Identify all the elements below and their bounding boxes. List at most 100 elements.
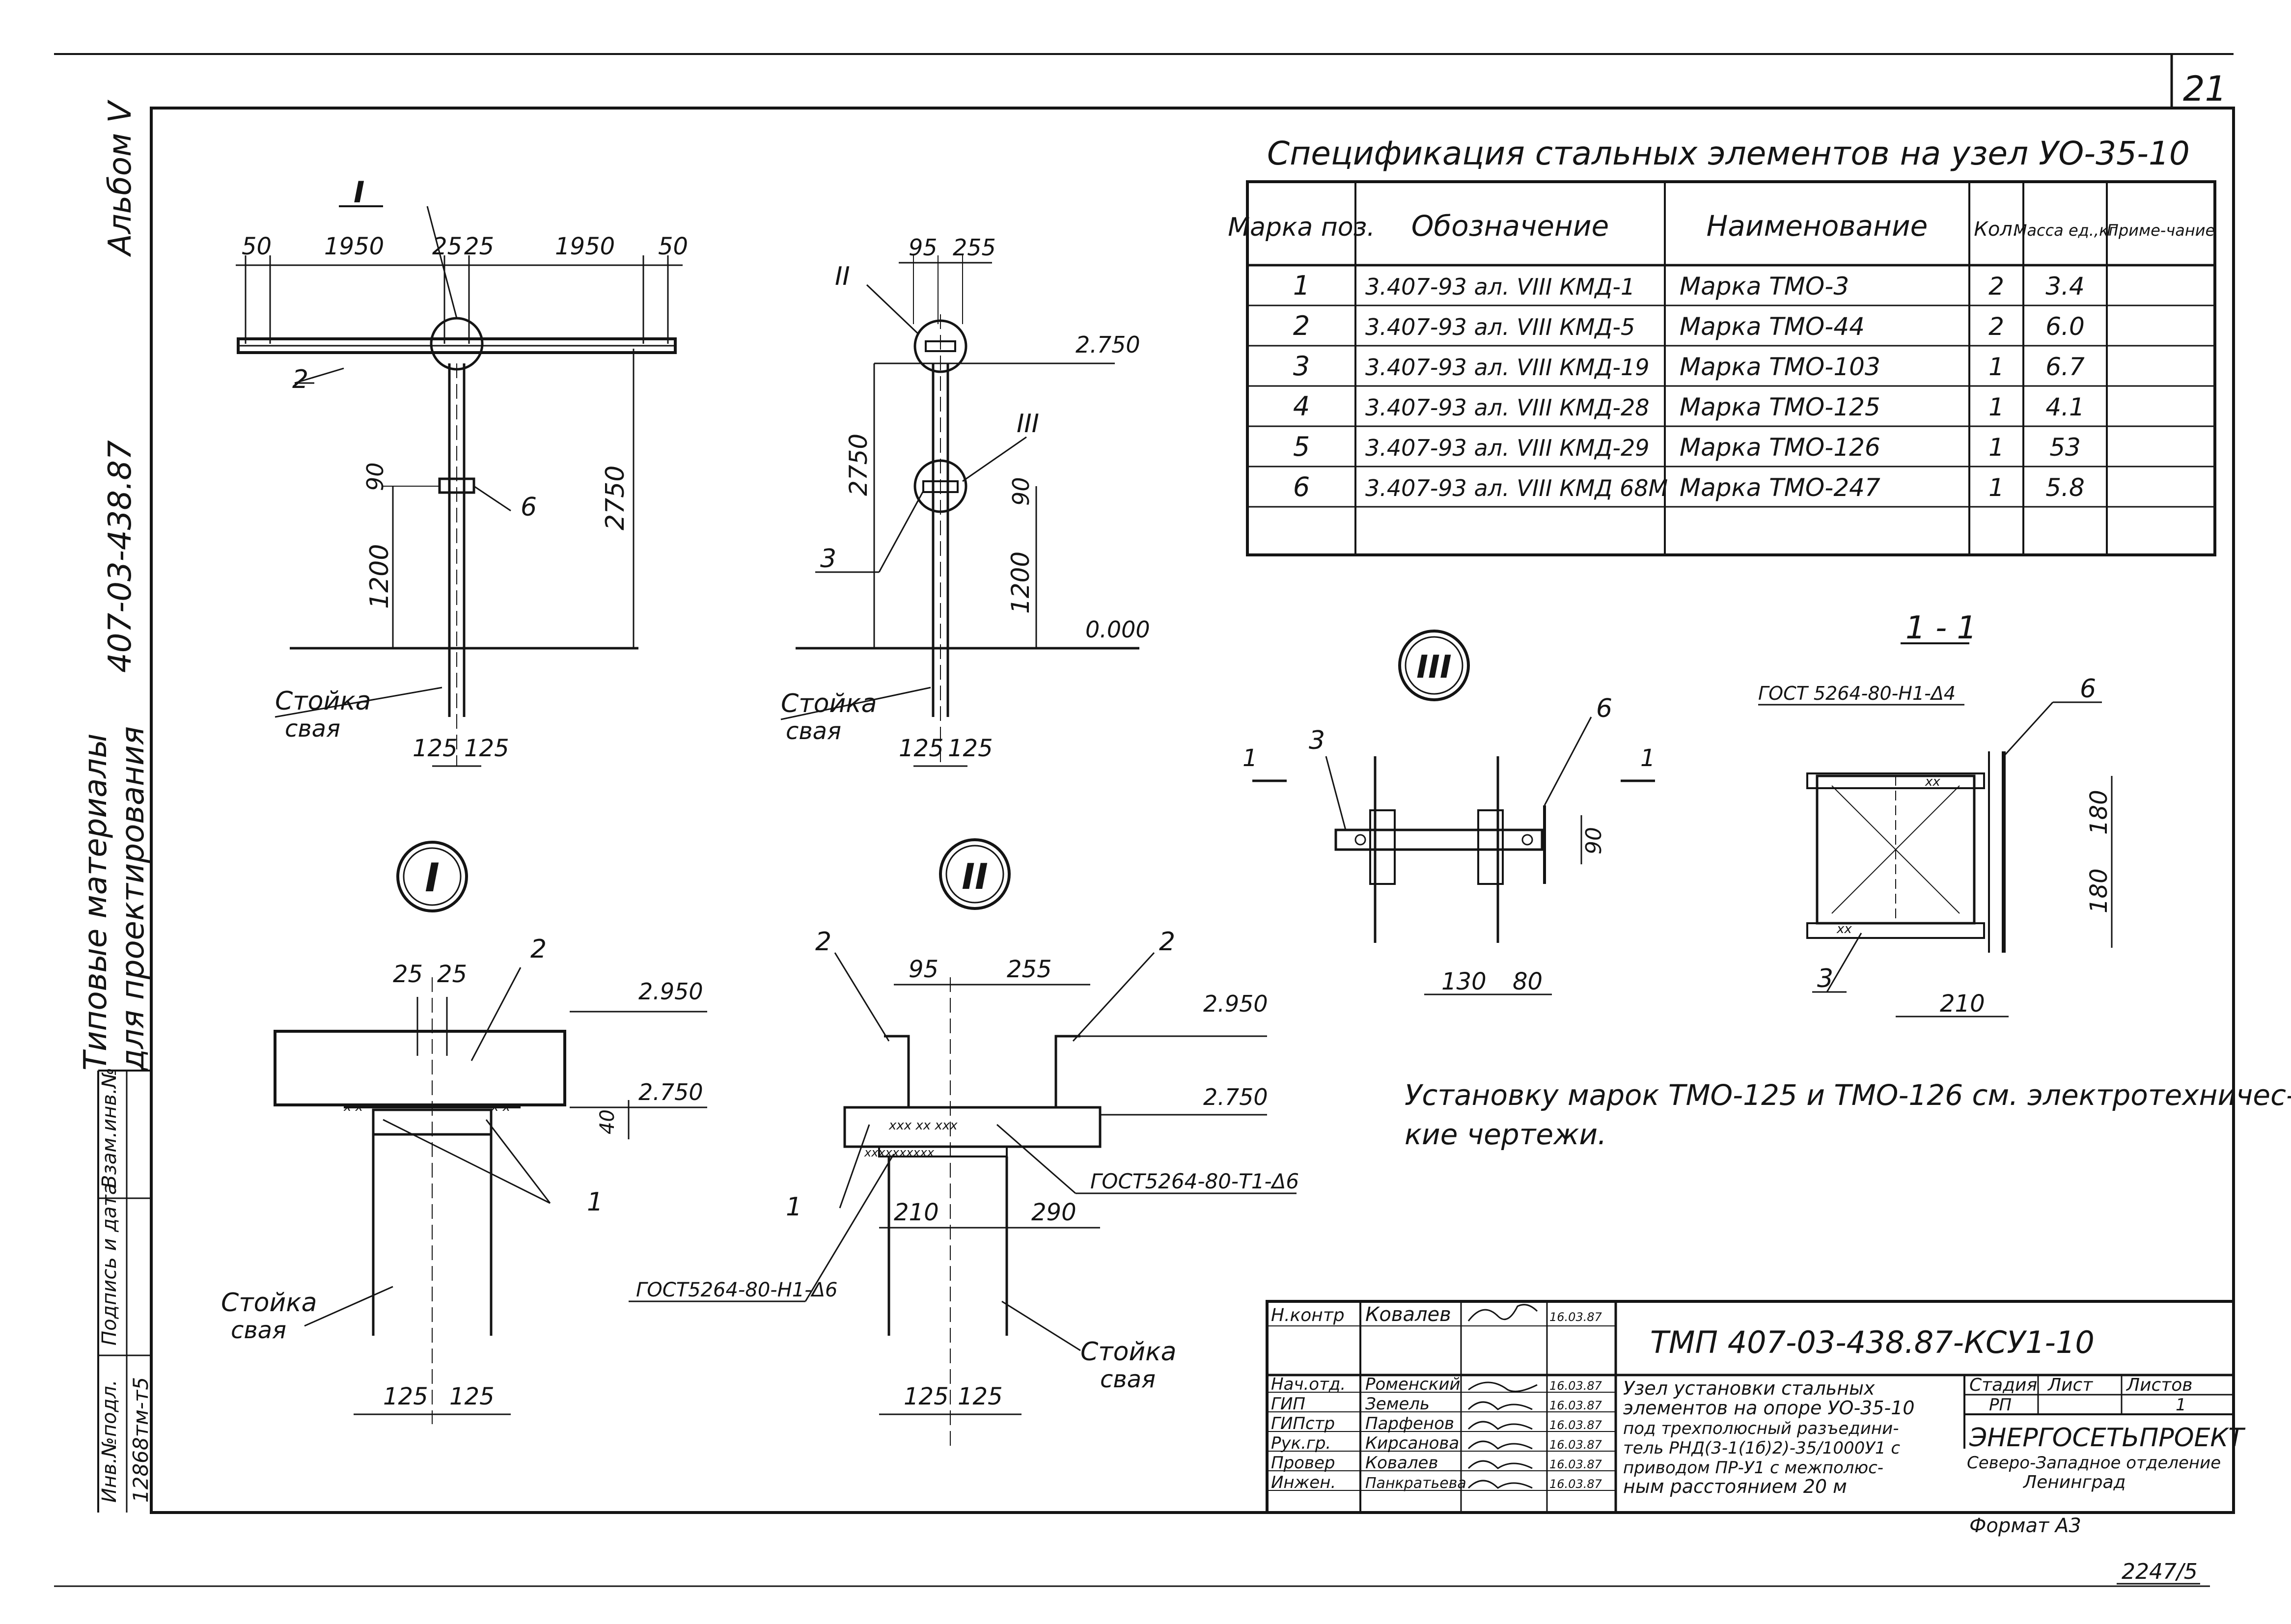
dim-label: 90: [1008, 477, 1034, 506]
sheet-frame: [54, 53, 2235, 1587]
dim-label: 125: [413, 735, 458, 762]
svg-text:xx: xx: [1836, 922, 1852, 936]
spec-header-designation: Обозначение: [1411, 209, 1609, 243]
dim-label: 125: [383, 1383, 428, 1410]
sign-name: Ковалев: [1365, 1303, 1451, 1326]
pile-label: Стойка: [1080, 1337, 1176, 1367]
sign-name: Ковалев: [1365, 1453, 1438, 1473]
mark-label: 2: [1159, 927, 1175, 957]
level-label: 2.750: [1203, 1084, 1268, 1110]
spec-cell: 6: [1293, 471, 1310, 502]
dim-label: 125: [958, 1383, 1003, 1410]
svg-text:xxxxxxxxxx: xxxxxxxxxx: [864, 1146, 935, 1159]
spec-cell: 1: [1988, 393, 2004, 421]
level-label: 2.750: [1076, 331, 1140, 358]
mark-label: 2: [530, 935, 547, 964]
table-row: 6 3.407-93 ал. VIII КМД 68М Марка ТМО-24…: [1293, 471, 2085, 502]
description-line: элементов на опоре УО-35-10: [1623, 1397, 1915, 1419]
level-label: 0.000: [1085, 616, 1150, 643]
dim-label: 25: [464, 233, 494, 260]
spec-cell: 5: [1293, 431, 1310, 462]
description-line: Узел установки стальных: [1623, 1377, 1875, 1399]
spec-cell: Марка ТМО-125: [1680, 393, 1880, 421]
dim-label: 125: [948, 735, 993, 762]
table-row: 1 3.407-93 ал. VIII КМД-1 Марка ТМО-3 2 …: [1293, 270, 2085, 301]
format-label: Формат А3: [1969, 1514, 2081, 1537]
dim-label: 90: [1581, 827, 1606, 854]
pile-label: Стойка: [275, 687, 371, 716]
dim-label: 25: [437, 961, 467, 988]
spec-header-mass: Масса ед.,кг: [2014, 221, 2117, 240]
signature-scribbles: [1467, 1304, 1538, 1489]
description-line: под трехполюсный разъедини-: [1623, 1419, 1899, 1438]
spec-cell: 6.0: [2045, 312, 2085, 341]
org-name: ЭНЕРГОСЕТЬПРОЕКТ: [1969, 1423, 2246, 1453]
dim-label: 25: [432, 233, 462, 260]
callout-label: I: [354, 175, 364, 210]
spec-cell: 4.1: [2045, 393, 2085, 421]
sign-role: Рук.гр.: [1271, 1433, 1331, 1453]
spec-cell: Марка ТМО-44: [1680, 312, 1865, 341]
section-mark: 1: [1640, 744, 1656, 772]
detail-III: III 3 6 1 1 90 130 80: [1242, 630, 1656, 995]
spec-cell: 1: [1988, 473, 2004, 502]
sign-name: Земель: [1365, 1394, 1430, 1414]
sign-role: ГИПстр: [1271, 1414, 1335, 1433]
spec-header-mark: Марка поз.: [1228, 213, 1375, 242]
spec-cell: 3.4: [2045, 272, 2085, 301]
dim-label: 80: [1513, 968, 1543, 995]
side-view: 95 255 II III 2.750 0.000 2750 90 1200 3: [780, 234, 1150, 767]
spec-header-name: Наименование: [1707, 209, 1928, 243]
dim-label: 95: [909, 956, 938, 983]
mark-label: 3: [820, 544, 836, 574]
front-view: 50 1950 25 25 1950 50 I 2 6 90 1200: [236, 175, 688, 767]
mark-label: 3: [1817, 964, 1833, 993]
section-1-1: 1 - 1 ГОСТ 5264-80-Н1-Δ4 6 3 180 180 210: [1758, 610, 2113, 1018]
svg-text:xx: xx: [1925, 774, 1940, 789]
sign-date: 16.03.87: [1549, 1458, 1602, 1471]
dim-label: 95: [909, 234, 938, 261]
spec-cell: 3.407-93 ал. VIII КМД-28: [1365, 394, 1649, 421]
weld-marks: x x x x xxx xx xxx xxxxxxxxxx xx xx: [343, 774, 1940, 1159]
dim-label: 25: [393, 961, 423, 988]
section-mark: 1: [1242, 744, 1258, 772]
spec-cell: Марка ТМО-3: [1680, 272, 1849, 301]
mark-label: 2: [815, 927, 831, 957]
sheets-header: Листов: [2125, 1375, 2192, 1395]
sign-name: Кирсанова: [1365, 1433, 1459, 1453]
mark-label: 3: [1309, 726, 1325, 755]
stage-header: Стадия: [1969, 1375, 2037, 1395]
sign-date: 16.03.87: [1549, 1379, 1602, 1393]
dim-label: 50: [658, 233, 688, 260]
pile-label: свая: [231, 1317, 286, 1344]
sign-name: Панкратьева: [1365, 1475, 1466, 1492]
signature-rows: Н.контр Ковалев 16.03.87 Нач.отд. Роменс…: [1271, 1303, 1602, 1492]
sign-role: Н.контр: [1271, 1305, 1345, 1325]
weld-label: ГОСТ5264-80-Н1-Δ6: [636, 1279, 837, 1301]
svg-text:x x: x x: [491, 1100, 511, 1114]
spec-cell: 3.407-93 ал. VIII КМД-1: [1365, 274, 1635, 300]
spec-cell: 1: [1988, 353, 2004, 381]
detail-label: II: [962, 856, 988, 897]
spec-cell: 1: [1988, 433, 2004, 462]
mark-label: 1: [587, 1187, 603, 1217]
spec-cell: 2: [1988, 312, 2004, 341]
sheet-header: Лист: [2047, 1375, 2093, 1395]
level-label: 2.750: [638, 1079, 703, 1105]
table-row: 3 3.407-93 ал. VIII КМД-19 Марка ТМО-103…: [1293, 351, 2085, 382]
org-city: Ленинград: [2022, 1472, 2125, 1492]
level-label: 2.950: [1203, 991, 1268, 1017]
sign-date: 16.03.87: [1549, 1418, 1602, 1432]
dim-label: 210: [894, 1199, 939, 1226]
dim-label: 125: [899, 735, 944, 762]
sign-date: 16.03.87: [1549, 1399, 1602, 1412]
spec-cell: 3.407-93 ал. VIII КМД 68М: [1365, 475, 1668, 501]
sheets-value: 1: [2176, 1395, 2186, 1415]
pile-label: свая: [1100, 1366, 1156, 1393]
sign-name: Парфенов: [1365, 1414, 1454, 1433]
spec-cell: 3.407-93 ал. VIII КМД-5: [1365, 314, 1635, 340]
pile-label: свая: [786, 717, 841, 745]
document-code: ТМП 407-03-438.87-КСУ1-10: [1650, 1324, 2095, 1360]
mark-label: 2: [292, 365, 308, 394]
dim-label: 1200: [1006, 551, 1035, 614]
